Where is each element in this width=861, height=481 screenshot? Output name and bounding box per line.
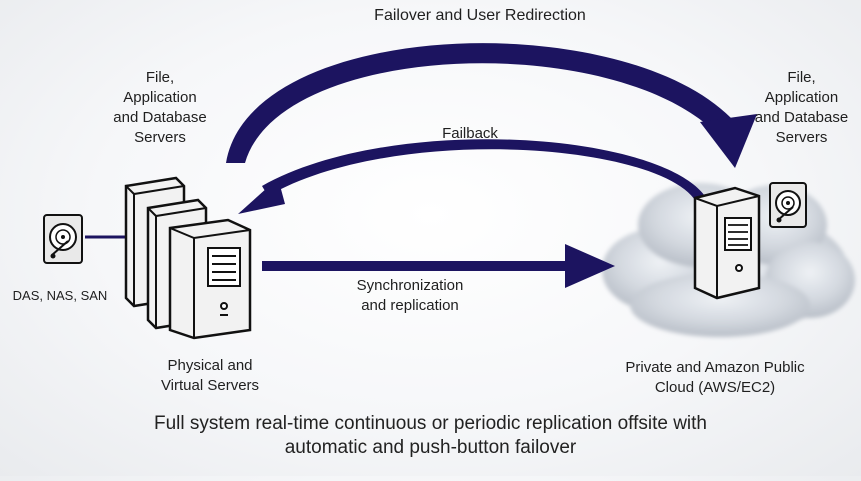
right-servers-label: File, Application and Database Servers	[742, 68, 861, 148]
physical-servers-label: Physical and Virtual Servers	[130, 356, 290, 396]
caption-line1: Full system real-time continuous or peri…	[154, 413, 707, 434]
failback-arrow	[238, 139, 712, 214]
failover-arrow	[226, 43, 757, 168]
left-servers-line: File,	[145, 69, 175, 86]
left-servers-line: and Database	[113, 109, 207, 126]
diagram-caption: Full system real-time continuous or peri…	[0, 412, 861, 460]
physical-line2: Virtual Servers	[160, 377, 260, 394]
right-servers-line: Application	[764, 89, 839, 106]
failback-label: Failback	[442, 125, 498, 142]
cloud-line1: Private and Amazon Public	[625, 359, 805, 376]
server-tower-icon	[693, 186, 761, 300]
right-servers-line: File,	[787, 69, 816, 86]
caption-line2: automatic and push-button failover	[284, 437, 577, 458]
cloud-label: Private and Amazon Public Cloud (AWS/EC2…	[600, 358, 830, 398]
physical-line1: Physical and	[167, 357, 253, 374]
left-servers-line: Servers	[134, 129, 186, 146]
storage-label: DAS, NAS, SAN	[12, 288, 108, 303]
left-servers-label: File, Application and Database Servers	[90, 68, 230, 148]
right-servers-line: Servers	[775, 129, 828, 146]
sync-arrow	[262, 244, 615, 288]
sync-label: Synchronization and replication	[310, 276, 510, 316]
sync-label-line1: Synchronization	[356, 277, 464, 294]
server-tower-icon	[124, 176, 252, 340]
hard-disk-icon	[769, 182, 807, 228]
right-servers-line: and Database	[754, 109, 849, 126]
failover-label: Failover and User Redirection	[374, 7, 586, 24]
hard-disk-icon	[43, 214, 83, 264]
cloud-line2: Cloud (AWS/EC2)	[654, 379, 776, 396]
sync-label-line2: and replication	[361, 297, 459, 314]
left-servers-line: Application	[123, 89, 197, 106]
